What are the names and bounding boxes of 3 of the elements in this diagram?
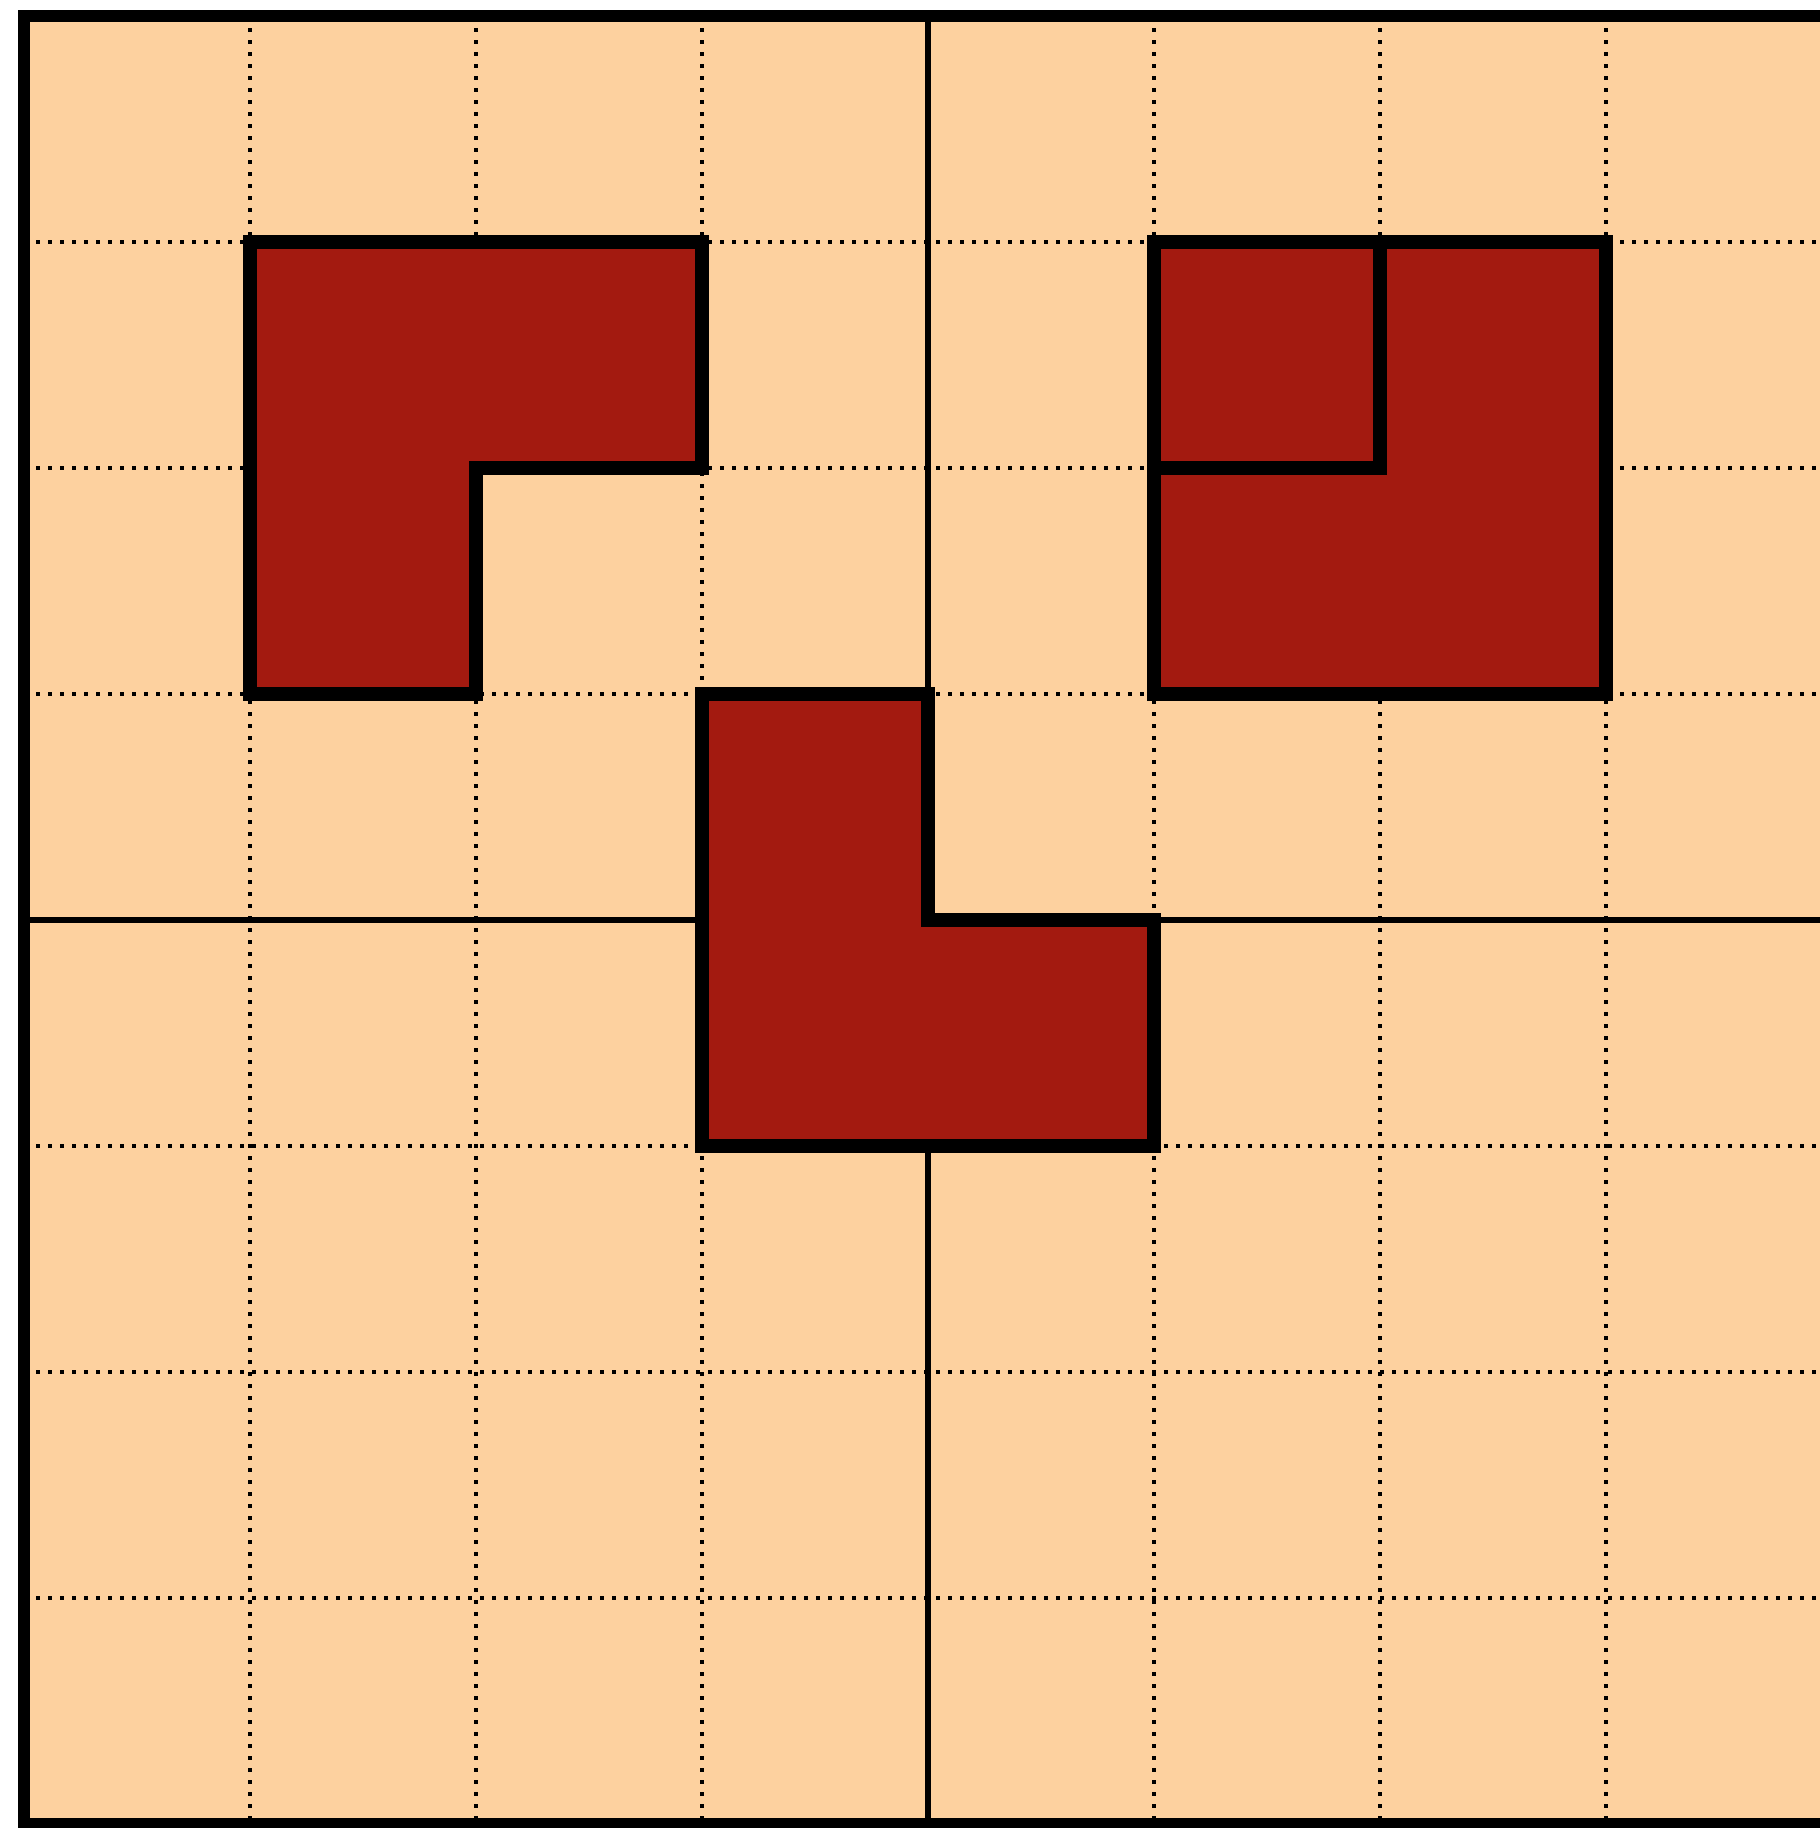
tromino-tile [243,235,709,701]
tromino-tile [1147,235,1613,701]
tromino-tile [695,687,1161,1153]
